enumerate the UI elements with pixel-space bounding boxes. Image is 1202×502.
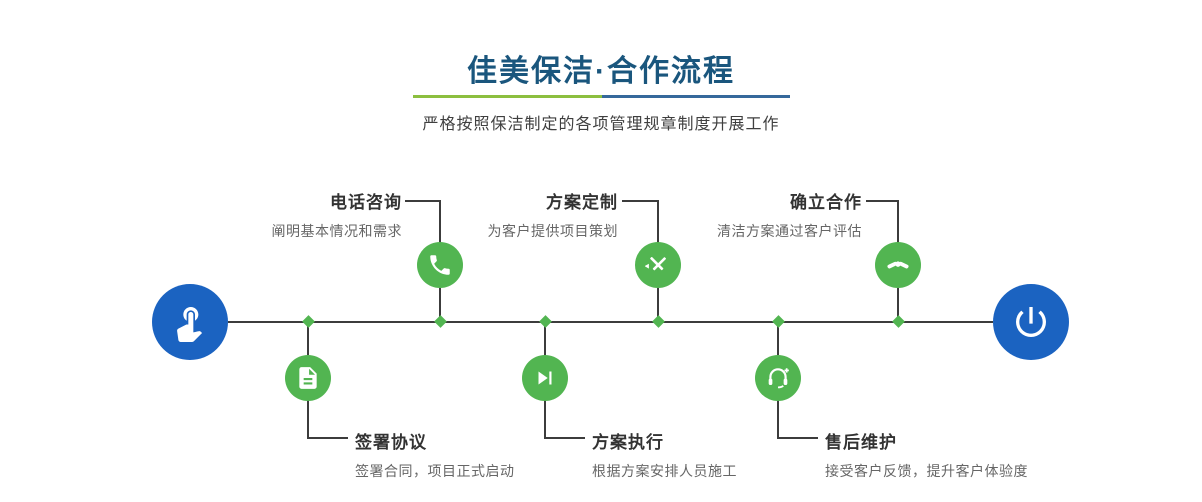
connector-line — [544, 400, 546, 439]
step-item-execute: 方案执行 根据方案安排人员施工 — [592, 428, 852, 481]
connector-line — [777, 323, 779, 355]
start-node — [152, 284, 228, 360]
connector-line — [307, 323, 309, 355]
divider-blue-segment — [601, 95, 790, 98]
headset-service-icon — [765, 365, 791, 391]
step-desc: 为客户提供项目策划 — [487, 223, 618, 239]
step-node-phone — [417, 242, 463, 288]
timeline-diamond — [302, 315, 315, 328]
step-desc: 接受客户反馈，提升客户体验度 — [825, 463, 1028, 479]
connector-line — [544, 323, 546, 355]
connector-line — [544, 437, 585, 439]
step-item-plan: 方案定制 为客户提供项目策划 — [418, 188, 618, 241]
handshake-icon — [885, 252, 911, 278]
step-node-execute — [522, 355, 568, 401]
connector-line — [622, 200, 658, 202]
step-title: 电话咨询 — [330, 193, 402, 212]
title-divider — [413, 95, 790, 98]
power-icon — [1011, 302, 1051, 342]
connector-line — [307, 400, 309, 439]
step-item-aftersales: 售后维护 接受客户反馈，提升客户体验度 — [825, 428, 1085, 481]
connector-line — [866, 200, 898, 202]
timeline-diamond — [539, 315, 552, 328]
connector-line — [777, 400, 779, 439]
step-desc: 签署合同，项目正式启动 — [355, 463, 515, 479]
pencil-ruler-icon — [645, 252, 671, 278]
step-desc: 清洁方案通过客户评估 — [717, 223, 862, 239]
page-title: 佳美保洁·合作流程 — [467, 55, 735, 88]
step-desc: 阐明基本情况和需求 — [271, 223, 402, 239]
step-node-sign — [285, 355, 331, 401]
timeline-diamond — [772, 315, 785, 328]
step-node-plan — [635, 242, 681, 288]
page-subtitle: 严格按照保洁制定的各项管理规章制度开展工作 — [422, 116, 780, 133]
step-title: 签署协议 — [355, 433, 427, 452]
timeline-diamond — [434, 315, 447, 328]
connector-line — [307, 437, 348, 439]
phone-icon — [427, 252, 453, 278]
timeline-diamond — [652, 315, 665, 328]
document-sign-icon — [295, 365, 321, 391]
connector-line — [657, 200, 659, 243]
step-item-cooperation: 确立合作 清洁方案通过客户评估 — [662, 188, 862, 241]
step-title: 方案定制 — [546, 193, 618, 212]
step-item-sign: 签署协议 签署合同，项目正式启动 — [355, 428, 615, 481]
connector-line — [777, 437, 818, 439]
end-node — [993, 284, 1069, 360]
connector-line — [439, 288, 441, 321]
play-next-icon — [532, 365, 558, 391]
step-title: 确立合作 — [790, 193, 862, 212]
timeline-diamond — [892, 315, 905, 328]
step-desc: 根据方案安排人员施工 — [592, 463, 737, 479]
step-node-aftersales — [755, 355, 801, 401]
connector-line — [897, 288, 899, 321]
connector-line — [897, 200, 899, 243]
connector-line — [657, 288, 659, 321]
timeline-line — [228, 321, 993, 323]
step-title: 方案执行 — [592, 433, 664, 452]
step-node-cooperation — [875, 242, 921, 288]
step-title: 售后维护 — [825, 433, 897, 452]
hand-pointer-icon — [170, 302, 210, 342]
connector-line — [439, 200, 441, 243]
step-item-phone: 电话咨询 阐明基本情况和需求 — [202, 188, 402, 241]
connector-line — [405, 200, 440, 202]
divider-green-segment — [413, 95, 602, 98]
